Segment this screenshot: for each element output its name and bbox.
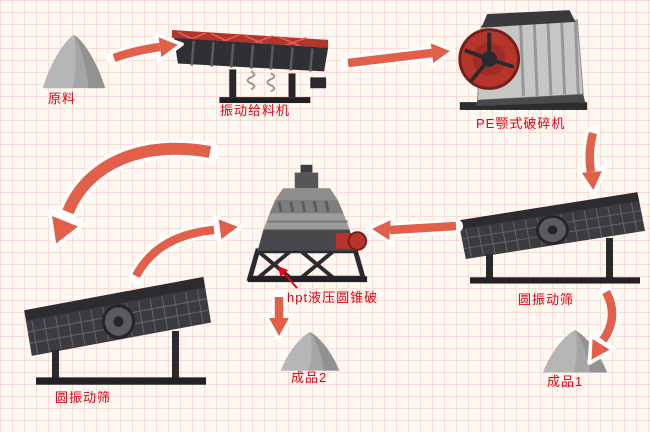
jaw-crusher [452, 8, 594, 114]
flywheel-icon [458, 28, 521, 90]
circular-vibrating-screen-right-label: 圆振动筛 [518, 292, 575, 307]
arrow-screen-left-to-cone [129, 214, 244, 283]
stockpile-icon [42, 34, 106, 89]
arrow-jaw-to-screen-right [576, 126, 607, 196]
vibrating-feeder-illustration [172, 29, 329, 104]
vibrating-feeder [172, 24, 335, 108]
raw-material-label: 原料 [48, 91, 77, 106]
vibrating-screen-illustration [24, 276, 212, 385]
arrow-cone-to-screen-left [47, 139, 220, 251]
circular-vibrating-screen-left [22, 272, 217, 390]
hpt-cone-crusher-label: hpt液压圆锥破 [287, 290, 379, 305]
vibrating-feeder-label: 振动给料机 [220, 103, 291, 118]
stockpile-icon [543, 330, 607, 373]
arrow-screen-right-to-cone [366, 215, 463, 246]
finished-product-2-pile [278, 330, 342, 372]
cone-crusher-illustration [246, 164, 368, 283]
arrow-feeder-to-jaw [341, 38, 456, 70]
finished-product-1-pile [540, 328, 610, 374]
jaw-crusher-label: PE颚式破碎机 [476, 116, 566, 131]
finished-product-2-label: 成品2 [291, 370, 328, 385]
finished-product-1-label: 成品1 [547, 374, 584, 389]
circular-vibrating-screen-right [456, 188, 650, 288]
vibrating-screen-illustration [458, 192, 646, 284]
stockpile-icon [280, 332, 340, 371]
hpt-cone-crusher [240, 158, 372, 286]
jaw-crusher-illustration [458, 10, 588, 110]
raw-material-pile [40, 32, 108, 90]
circular-vibrating-screen-left-label: 圆振动筛 [55, 390, 112, 405]
